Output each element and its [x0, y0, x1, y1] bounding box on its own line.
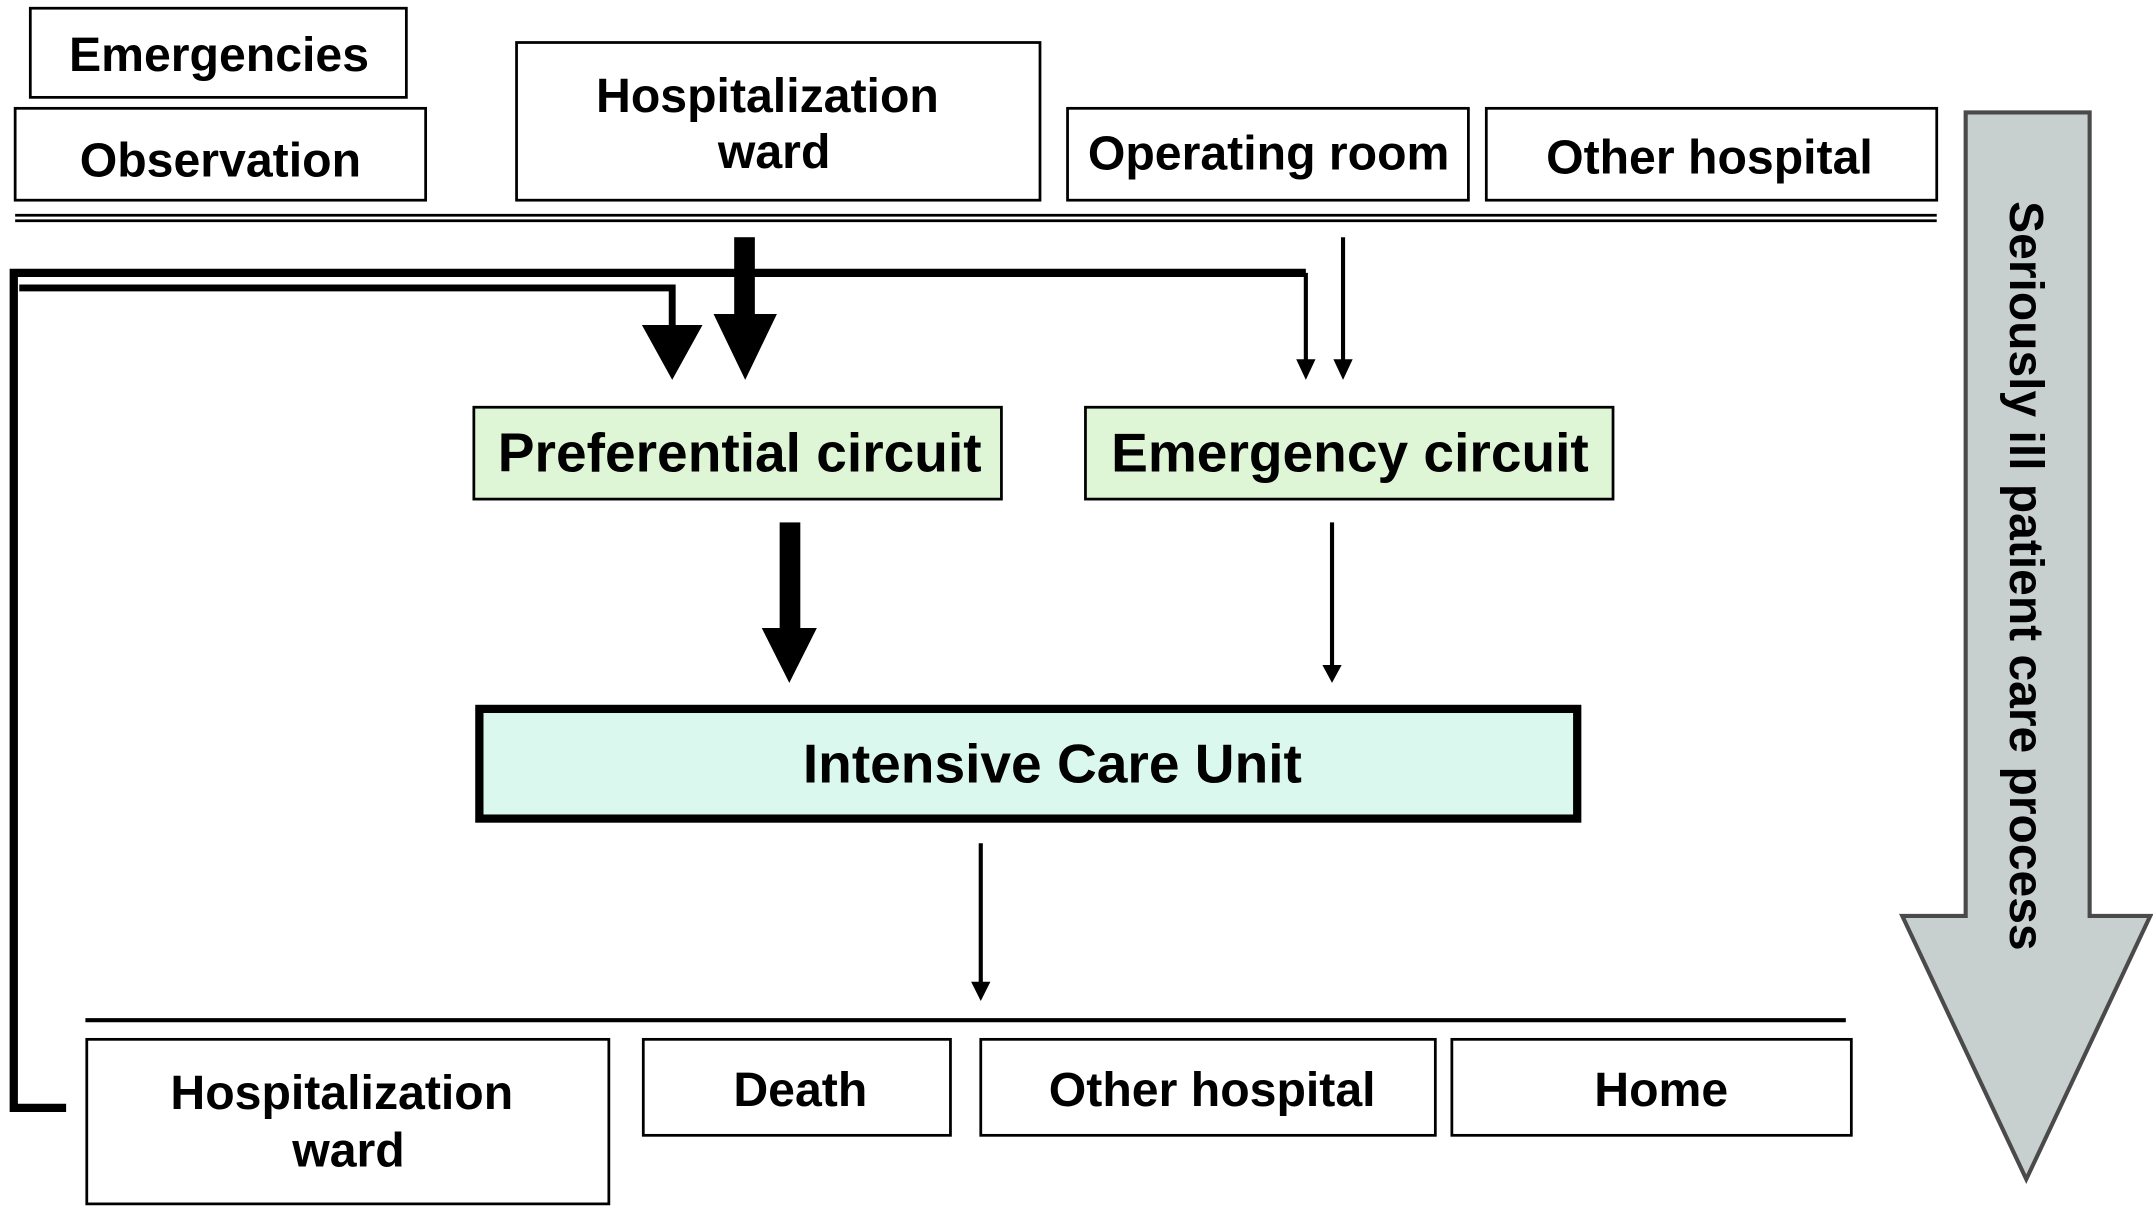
source-other-hospital: Other hospital — [1484, 106, 1939, 202]
source-hospitalization-ward-line-1: Hospitalization — [596, 69, 939, 123]
loop-to-emergency-arrowhead — [1296, 359, 1316, 380]
emergency-circuit-label: Emergency circuit — [1111, 422, 1589, 484]
source-operating-room-box — [1066, 106, 1470, 202]
source-operating-room-label: Operating room — [1088, 127, 1450, 181]
destination-hospitalization-ward-line-1: Hospitalization — [170, 1066, 513, 1120]
source-observation-label: Observation — [80, 133, 361, 187]
destination-other-hospital: Other hospital — [979, 1037, 1437, 1137]
destination-home-label: Home — [1594, 1063, 1728, 1117]
preferential-to-icu-shaft — [779, 522, 801, 633]
destination-other-hospital-label: Other hospital — [1049, 1063, 1376, 1117]
source-emergencies: Emergencies — [28, 6, 408, 99]
source-emergencies-box — [28, 6, 408, 99]
destination-death-box — [641, 1037, 952, 1137]
source-hospitalization-ward-box — [515, 41, 1042, 202]
destination-home-box — [1450, 1037, 1853, 1137]
source-emergencies-label: Emergencies — [69, 28, 369, 82]
destination-death: Death — [641, 1037, 952, 1137]
operating-room-to-emergency-arrowhead — [1333, 359, 1353, 380]
emergency-circuit: Emergency circuit — [1084, 405, 1615, 501]
destination-hospitalization-ward-line-2: ward — [291, 1123, 405, 1177]
destination-death-label: Death — [733, 1063, 867, 1117]
destination-hospitalization-ward-label: Hospitalization ward — [170, 1066, 526, 1177]
source-other-hospital-label: Other hospital — [1546, 131, 1873, 185]
process-arrow-label: Seriously ill patient care process — [1999, 201, 2053, 950]
preferential-to-icu-arrowhead — [761, 627, 817, 683]
emergency-circuit-box — [1084, 405, 1615, 501]
intensive-care-unit: Intensive Care Unit — [475, 704, 1582, 823]
process-arrow-shape — [1899, 110, 2153, 1185]
destination-hospitalization-ward-box — [85, 1037, 611, 1206]
source-hospitalization-ward: Hospitalization ward — [515, 41, 1042, 202]
source-hospitalization-ward-label: Hospitalization ward — [596, 69, 952, 179]
readmission-loop-line — [9, 268, 1306, 1113]
source-operating-room: Operating room — [1066, 106, 1470, 202]
intensive-care-unit-label: Intensive Care Unit — [803, 733, 1302, 795]
preferential-circuit-label: Preferential circuit — [498, 422, 982, 484]
destination-home: Home — [1450, 1037, 1853, 1137]
source-hospitalization-ward-line-2: ward — [717, 125, 831, 179]
source-other-hospital-box — [1484, 106, 1939, 202]
source-observation: Observation — [13, 106, 428, 202]
process-arrow: Seriously ill patient care process — [1899, 110, 2153, 1185]
source-observation-box — [13, 106, 428, 202]
ward-to-preferential-arrowhead — [713, 313, 777, 380]
loop-to-preferential-line — [19, 284, 676, 330]
preferential-circuit: Preferential circuit — [472, 405, 1003, 501]
ward-to-preferential-shaft — [734, 237, 755, 317]
destination-other-hospital-box — [979, 1037, 1437, 1137]
intensive-care-unit-box — [475, 704, 1582, 823]
emergency-to-icu-arrowhead — [1322, 665, 1342, 683]
preferential-circuit-box — [472, 405, 1003, 501]
icu-to-destinations-arrowhead — [971, 981, 991, 1001]
destination-hospitalization-ward: Hospitalization ward — [85, 1037, 611, 1206]
loop-to-preferential-arrowhead — [641, 324, 703, 380]
